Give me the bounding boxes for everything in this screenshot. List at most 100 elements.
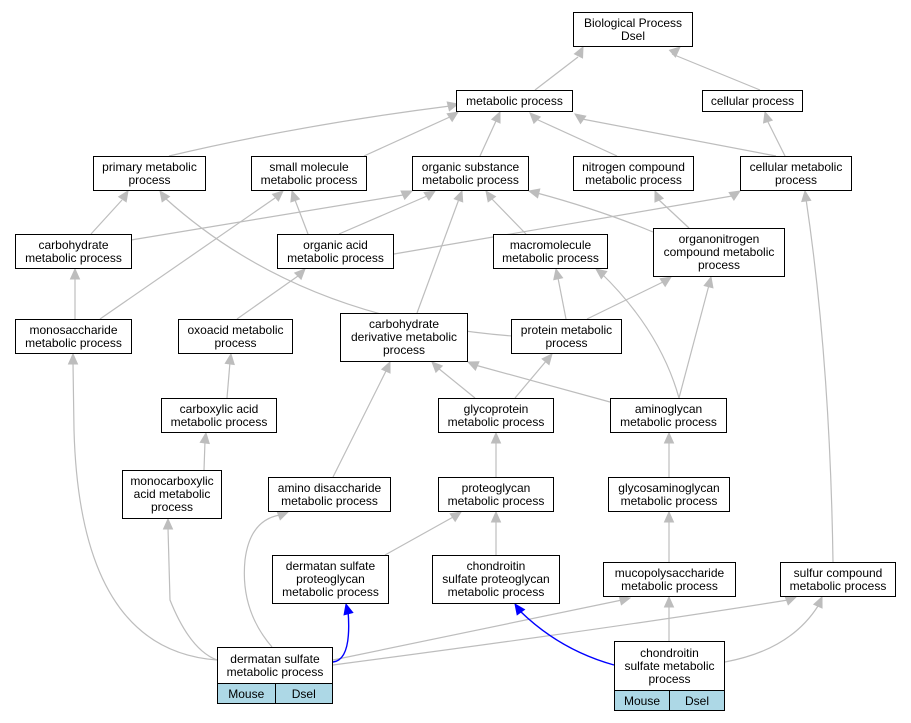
edge xyxy=(236,275,299,320)
edge xyxy=(363,115,453,157)
node-mucopolysaccharide-metabolic-process[interactable]: mucopolysaccharide metabolic process xyxy=(603,562,736,597)
node-monosaccharide-metabolic-process[interactable]: monosaccharide metabolic process xyxy=(15,319,132,354)
edge xyxy=(393,195,733,255)
edge xyxy=(479,120,497,157)
arrowhead xyxy=(69,267,81,280)
arrowhead xyxy=(663,431,675,444)
arrowhead xyxy=(159,190,171,203)
node-organic-acid-metabolic-process[interactable]: organic acid metabolic process xyxy=(277,234,394,269)
arrowhead xyxy=(490,510,502,523)
edge xyxy=(557,277,567,320)
node-carbohydrate-derivative-metabolic-process[interactable]: carbohydrate derivative metabolic proces… xyxy=(340,313,468,362)
highlight-edge xyxy=(332,609,350,663)
arrowhead xyxy=(117,189,129,203)
edge xyxy=(99,197,276,320)
badge-mouse[interactable]: Mouse xyxy=(614,690,670,711)
arrowhead xyxy=(668,46,681,58)
edge xyxy=(416,198,460,314)
edge xyxy=(167,527,218,661)
arrowhead xyxy=(431,361,444,374)
edge xyxy=(294,199,309,235)
node-dermatan-sulfate-metabolic-process[interactable]: dermatan sulfate metabolic process xyxy=(217,647,333,684)
node-nitrogen-compound-metabolic-process[interactable]: nitrogen compound metabolic process xyxy=(573,156,694,191)
edge xyxy=(724,605,819,663)
node-chondroitin-sulfate-metabolic-process[interactable]: chondroitin sulfate metabolic process xyxy=(614,641,725,691)
edge xyxy=(535,118,618,157)
node-glycosaminoglycan-metabolic-process[interactable]: glycosaminoglycan metabolic process xyxy=(608,477,730,512)
edge xyxy=(130,194,404,241)
arrowhead xyxy=(574,113,587,125)
arrowhead xyxy=(728,190,742,202)
edge xyxy=(72,362,218,661)
arrowhead xyxy=(446,101,460,112)
edge xyxy=(534,56,579,91)
node-small-molecule-metabolic-process[interactable]: small molecule metabolic process xyxy=(251,156,367,191)
arrowhead xyxy=(423,190,437,202)
arrowhead xyxy=(162,517,174,530)
badge-dsel[interactable]: Dsel xyxy=(670,690,725,711)
node-glycoprotein-metabolic-process[interactable]: glycoprotein metabolic process xyxy=(438,398,554,433)
arrowhead xyxy=(553,267,564,281)
edge xyxy=(332,599,623,661)
edge xyxy=(168,105,451,157)
node-protein-metabolic-process[interactable]: protein metabolic process xyxy=(511,319,622,354)
edge xyxy=(671,53,761,91)
arrowhead xyxy=(541,353,553,366)
arrowhead xyxy=(527,188,541,199)
edge xyxy=(678,284,710,399)
node-dermatan-sulfate-proteoglycan-metabolic-process[interactable]: dermatan sulfate proteoglycan metabolic … xyxy=(272,555,389,604)
node-sulfur-compound-metabolic-process[interactable]: sulfur compound metabolic process xyxy=(780,562,896,597)
edge xyxy=(536,192,654,233)
arrowhead xyxy=(446,111,460,123)
arrowhead xyxy=(485,190,497,203)
arrowhead xyxy=(67,352,79,365)
node-organonitrogen-compound-metabolic-process[interactable]: organonitrogen compound metabolic proces… xyxy=(653,228,785,277)
edge xyxy=(490,197,527,235)
node-aminoglycan-metabolic-process[interactable]: aminoglycan metabolic process xyxy=(610,398,727,433)
node-oxoacid-metabolic-process[interactable]: oxoacid metabolic process xyxy=(178,319,293,354)
arrowhead xyxy=(400,190,414,201)
node-carboxylic-acid-metabolic-process[interactable]: carboxylic acid metabolic process xyxy=(161,398,277,433)
arrowhead xyxy=(595,268,608,280)
edge xyxy=(599,271,680,399)
arrowhead xyxy=(449,511,463,523)
chondroitin-species-badges: Mouse Dsel xyxy=(614,690,725,711)
badge-dsel[interactable]: Dsel xyxy=(275,683,333,704)
arrowhead xyxy=(293,268,306,281)
node-carbohydrate-metabolic-process[interactable]: carbohydrate metabolic process xyxy=(15,234,132,269)
edge xyxy=(437,367,476,399)
edge xyxy=(658,199,690,229)
arrowhead xyxy=(573,45,584,59)
arrowhead xyxy=(801,189,812,203)
arrowhead xyxy=(490,431,502,444)
edge xyxy=(332,599,789,666)
edge xyxy=(332,370,387,478)
node-cellular-process[interactable]: cellular process xyxy=(702,90,803,112)
arrowhead xyxy=(224,352,235,366)
node-cellular-metabolic-process[interactable]: cellular metabolic process xyxy=(740,156,852,191)
edge xyxy=(384,515,456,556)
node-monocarboxylic-acid-metabolic-process[interactable]: monocarboxylic acid metabolic process xyxy=(122,470,222,519)
edge xyxy=(474,364,611,403)
edge xyxy=(767,121,786,157)
node-amino-disaccharide-metabolic-process[interactable]: amino disaccharide metabolic process xyxy=(268,477,391,512)
node-organic-substance-metabolic-process[interactable]: organic substance metabolic process xyxy=(412,156,529,191)
node-metabolic-process[interactable]: metabolic process xyxy=(456,90,573,112)
edge xyxy=(805,198,834,563)
node-primary-metabolic-process[interactable]: primary metabolic process xyxy=(93,156,206,191)
node-biological-process-dsel[interactable]: Biological Process Dsel xyxy=(573,12,693,47)
node-chondroitin-sulfate-proteoglycan-metabolic-process[interactable]: chondroitin sulfate proteoglycan metabol… xyxy=(432,555,560,604)
highlight-edge xyxy=(519,610,615,666)
arrowhead xyxy=(380,360,391,374)
badge-mouse[interactable]: Mouse xyxy=(217,683,276,704)
arrowhead xyxy=(663,595,675,608)
node-proteoglycan-metabolic-process[interactable]: proteoglycan metabolic process xyxy=(438,477,554,512)
node-macromolecule-metabolic-process[interactable]: macromolecule metabolic process xyxy=(493,234,608,269)
arrowhead xyxy=(290,189,301,203)
arrowhead xyxy=(663,510,675,523)
arrowhead xyxy=(199,431,210,445)
arrowhead xyxy=(659,276,673,288)
arrowhead xyxy=(466,361,480,371)
